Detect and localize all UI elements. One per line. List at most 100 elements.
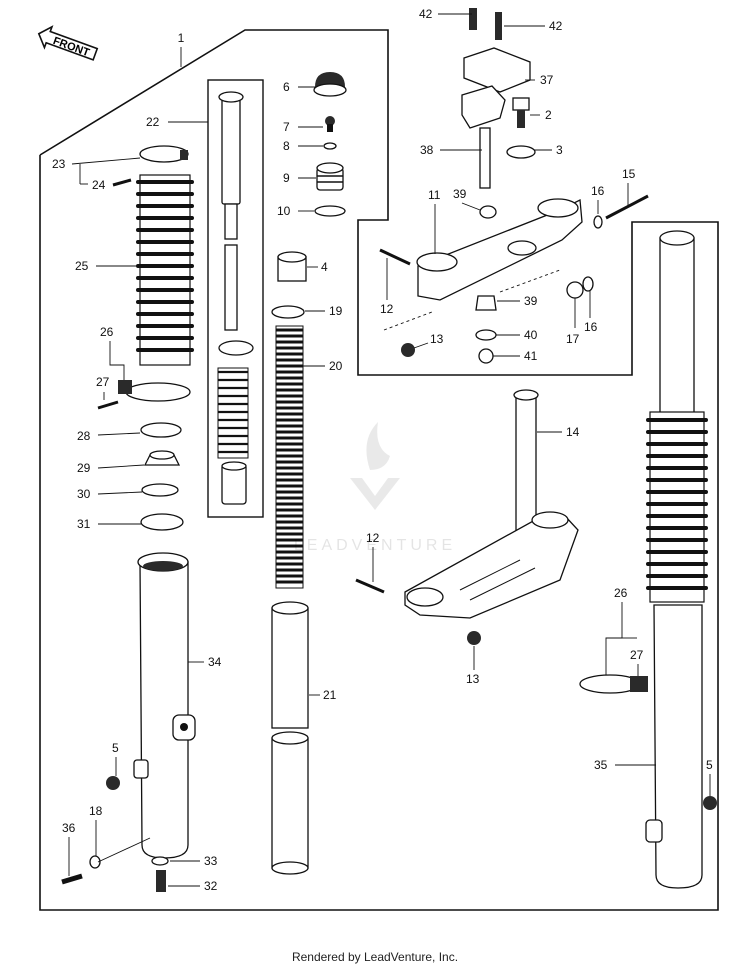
part-30-retaining-ring (141, 483, 179, 497)
part-31-seal (140, 513, 184, 531)
footer-text: Rendered by LeadVenture, Inc. (291, 950, 459, 964)
callout-21: 21 (323, 688, 337, 702)
part-37-holder (463, 47, 531, 93)
callout-34: 34 (208, 655, 222, 669)
part-11-upper-bracket (416, 198, 583, 301)
part-26-boot-clamp (118, 380, 191, 402)
part-40-washer (475, 329, 497, 341)
callouts: 1 42 42 37 2 3 38 6 7 8 9 10 4 19 20 21 … (52, 7, 713, 893)
callout-25: 25 (75, 259, 89, 273)
part-2-bolt (512, 97, 530, 128)
assembly-frame (39, 29, 719, 911)
part-5-right-nut (703, 796, 717, 810)
callout-1: 1 (178, 31, 185, 45)
part-32-drain-screw (156, 870, 166, 892)
part-42-bolt-b (495, 12, 502, 40)
part-3-washer (506, 145, 536, 159)
callout-33: 33 (204, 854, 218, 868)
callout-22: 22 (146, 115, 160, 129)
callout-31: 31 (77, 517, 91, 531)
callout-27a: 27 (96, 375, 110, 389)
part-13-nut-upper (401, 343, 415, 357)
inner-kit-box (207, 79, 264, 518)
callout-2: 2 (545, 108, 552, 122)
part-29-oil-seal (143, 450, 181, 466)
callout-13b: 13 (466, 672, 480, 686)
callout-12b: 12 (366, 531, 380, 545)
part-9-top-plug (316, 162, 344, 191)
callout-32: 32 (204, 879, 218, 893)
part-28-washer (140, 422, 182, 438)
callout-35: 35 (594, 758, 608, 772)
part-34-left-outer-tube (133, 552, 196, 859)
callout-23: 23 (52, 157, 66, 171)
callout-15: 15 (622, 167, 636, 181)
part-39-damper-b (475, 295, 497, 311)
part-33-gasket (151, 856, 169, 866)
part-42-bolt-a (469, 8, 477, 30)
part-7-valve (325, 116, 335, 132)
callout-30: 30 (77, 487, 91, 501)
callout-9: 9 (283, 171, 290, 185)
part-10-oring (314, 205, 346, 217)
callout-39b: 39 (524, 294, 538, 308)
part-8-oring (323, 142, 337, 150)
part-16-washer-b (582, 276, 594, 292)
part-26-right-boot-clamp (579, 674, 648, 694)
part-4-spacer (277, 251, 307, 282)
part-20-fork-spring (275, 325, 304, 589)
callout-10: 10 (277, 204, 291, 218)
part-12-bolt-upper (379, 248, 411, 266)
part-27-screw (97, 400, 119, 410)
callout-42a: 42 (419, 7, 433, 21)
callout-12a: 12 (380, 302, 394, 316)
callout-7: 7 (283, 120, 290, 134)
callout-13a: 13 (430, 332, 444, 346)
part-12-bolt-lower (355, 578, 385, 594)
callout-39a: 39 (453, 187, 467, 201)
callout-19: 19 (329, 304, 343, 318)
callout-8: 8 (283, 139, 290, 153)
part-41-nut (478, 348, 494, 364)
front-arrow-icon: FRONT (37, 25, 99, 61)
part-22-inner-tube-kit (217, 91, 254, 505)
callout-26a: 26 (100, 325, 114, 339)
part-6-cap (313, 72, 347, 97)
callout-5a: 5 (112, 741, 119, 755)
callout-40: 40 (524, 328, 538, 342)
callout-6: 6 (283, 80, 290, 94)
callout-29: 29 (77, 461, 91, 475)
part-13-nut-lower (467, 631, 481, 645)
callout-28: 28 (77, 429, 91, 443)
part-24-screw (112, 178, 132, 187)
callout-24: 24 (92, 178, 106, 192)
callout-16b: 16 (584, 320, 598, 334)
callout-17: 17 (566, 332, 580, 346)
callout-14: 14 (566, 425, 580, 439)
part-15-bolt (605, 194, 649, 220)
callout-37: 37 (540, 73, 554, 87)
part-18-washer (89, 855, 101, 869)
part-25-fork-boot (136, 174, 194, 366)
callout-27b: 27 (630, 648, 644, 662)
callout-11: 11 (428, 188, 441, 202)
part-23-boot-clamp (139, 145, 189, 163)
part-39-damper-a (479, 205, 497, 219)
callout-38: 38 (420, 143, 434, 157)
part-16-washer-a (593, 215, 603, 229)
callout-4: 4 (321, 260, 328, 274)
part-17-nut (566, 281, 584, 299)
callout-18: 18 (89, 804, 103, 818)
callout-42b: 42 (549, 19, 563, 33)
callout-3: 3 (556, 143, 563, 157)
callout-26b: 26 (614, 586, 628, 600)
part-35-right-fork (645, 230, 708, 889)
callout-20: 20 (329, 359, 343, 373)
part-38-holder (461, 85, 506, 189)
part-5-left-nut (106, 776, 120, 790)
callout-16a: 16 (591, 184, 605, 198)
callout-41: 41 (524, 349, 538, 363)
part-14-steering-stem (404, 389, 579, 619)
callout-36: 36 (62, 821, 76, 835)
